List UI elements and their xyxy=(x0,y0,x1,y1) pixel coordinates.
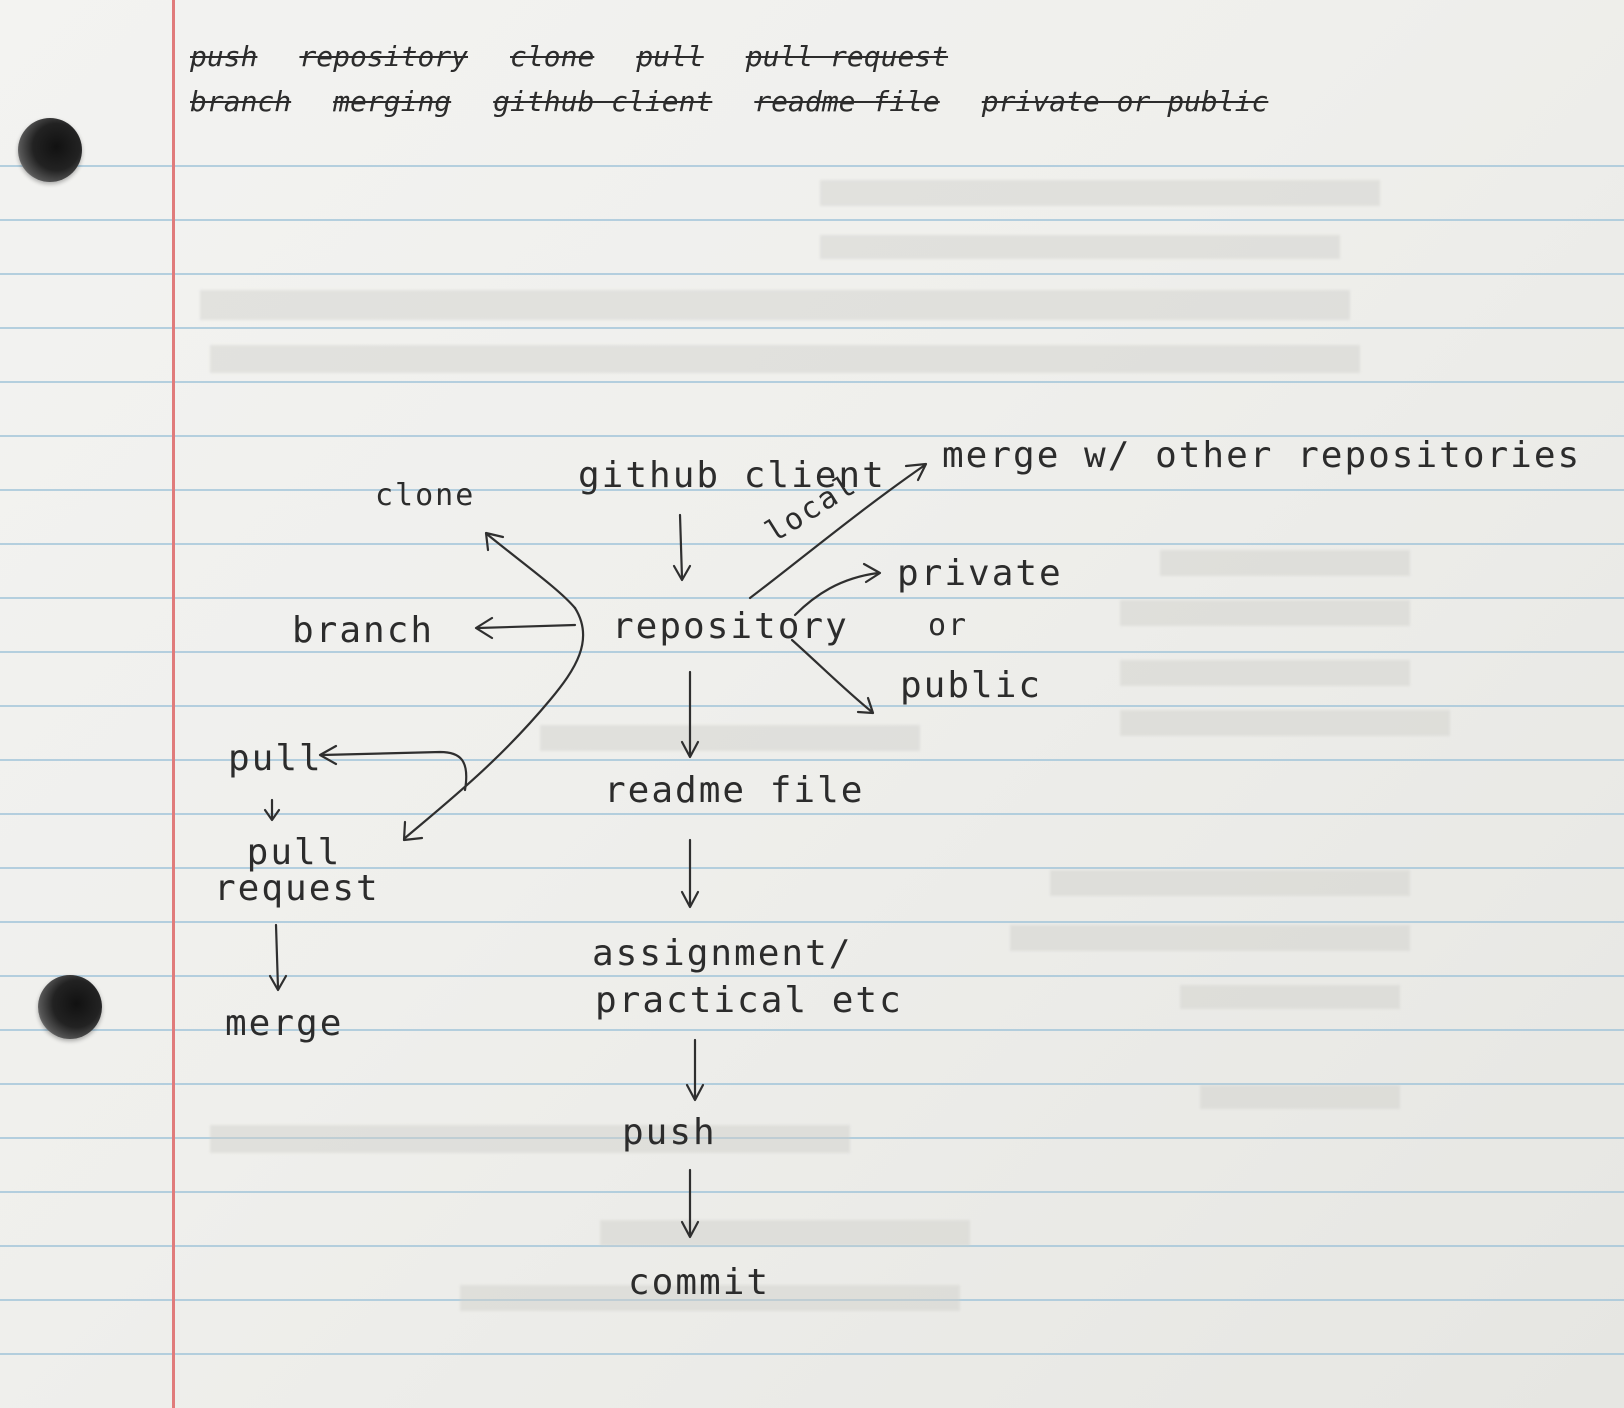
ruled-line xyxy=(0,1245,1624,1247)
arrowhead xyxy=(904,462,928,482)
binder-hole xyxy=(18,118,82,182)
ruled-line xyxy=(0,165,1624,167)
node-push: push xyxy=(622,1112,717,1153)
term: clone xyxy=(510,40,595,73)
term: merging xyxy=(333,85,452,118)
arrow-to-merge xyxy=(274,923,280,990)
ruled-line xyxy=(0,435,1624,437)
arrow-to-clone xyxy=(486,533,577,610)
node-pull: pull xyxy=(228,738,323,779)
arrow-to-pull-request xyxy=(403,606,585,840)
node-merge: merge xyxy=(225,1003,344,1044)
binder-hole xyxy=(38,975,102,1039)
arrowhead xyxy=(685,1083,705,1102)
arrowhead xyxy=(680,740,700,759)
arrow-to-private xyxy=(793,571,880,617)
term: pull request xyxy=(745,40,949,73)
ruled-line xyxy=(0,381,1624,383)
label-or: or xyxy=(928,608,969,643)
ruled-line xyxy=(0,651,1624,653)
ruled-line xyxy=(0,1029,1624,1031)
term: pull xyxy=(636,40,704,73)
node-branch: branch xyxy=(292,610,435,651)
arrowhead xyxy=(474,616,494,640)
arrowhead xyxy=(318,744,338,766)
node-assignment: assignment/ xyxy=(592,933,853,974)
node-commit: commit xyxy=(628,1262,771,1303)
arrowhead xyxy=(862,562,882,584)
ruled-line xyxy=(0,1353,1624,1355)
term: readme file xyxy=(754,85,940,118)
margin-line xyxy=(172,0,175,1408)
ruled-line xyxy=(0,867,1624,869)
arrow-to-branch xyxy=(476,623,577,630)
arrow-github-to-repository xyxy=(678,513,684,580)
ruled-line xyxy=(0,1191,1624,1193)
arrowhead xyxy=(680,890,700,909)
arrowhead xyxy=(680,1220,700,1239)
arrow-to-pull xyxy=(320,750,468,792)
node-readme-file: readme file xyxy=(604,770,865,811)
node-merge-other: merge w/ other repositories xyxy=(942,435,1582,476)
arrowhead xyxy=(402,820,424,842)
ruled-line xyxy=(0,327,1624,329)
arrowhead xyxy=(856,696,875,715)
term: private or public xyxy=(981,85,1269,118)
term: github client xyxy=(493,85,713,118)
node-practical: practical etc xyxy=(595,980,903,1021)
ruled-line xyxy=(0,705,1624,707)
term: push xyxy=(190,40,258,73)
arrowhead xyxy=(672,564,692,582)
ruled-line xyxy=(0,597,1624,599)
ruled-line xyxy=(0,975,1624,977)
ruled-line xyxy=(0,1083,1624,1085)
arrowhead xyxy=(263,808,281,822)
node-private: private xyxy=(897,553,1063,594)
arrow-to-public xyxy=(790,638,874,714)
node-github-client: github client xyxy=(578,455,886,496)
node-repository: repository xyxy=(612,606,849,647)
ruled-line xyxy=(0,759,1624,761)
ruled-line xyxy=(0,1137,1624,1139)
arrowhead xyxy=(484,531,505,552)
node-pull-request: pull request xyxy=(214,832,380,909)
ruled-line xyxy=(0,921,1624,923)
term: repository xyxy=(299,40,469,73)
arrow-to-merge-other xyxy=(748,463,927,600)
node-public: public xyxy=(900,665,1043,706)
ruled-line xyxy=(0,273,1624,275)
ruled-line xyxy=(0,489,1624,491)
arrowhead xyxy=(268,974,288,992)
ruled-line xyxy=(0,543,1624,545)
term-list: push repository clone pull pull request … xyxy=(190,40,1340,118)
ruled-line xyxy=(0,813,1624,815)
ruled-line xyxy=(0,1299,1624,1301)
node-clone: clone xyxy=(375,478,476,513)
term: branch xyxy=(190,85,292,118)
ruled-line xyxy=(0,219,1624,221)
